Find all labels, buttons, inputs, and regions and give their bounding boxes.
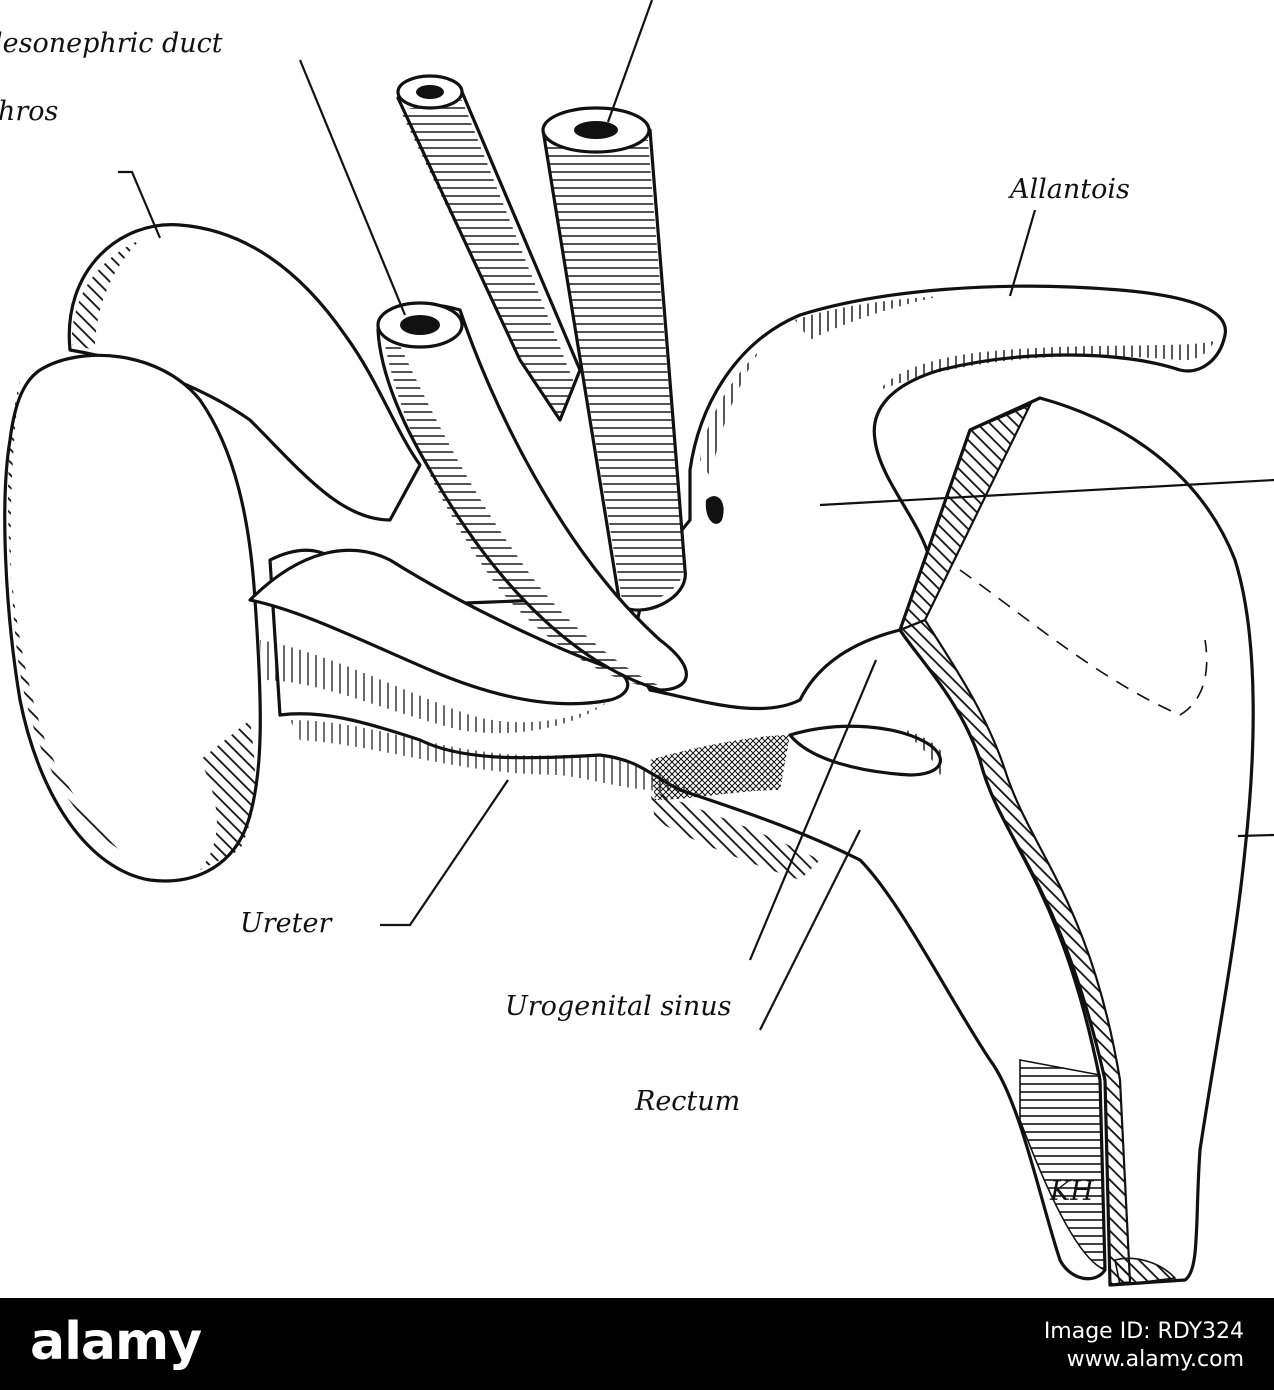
embryo-diagram: lesonephric duct hros Allantois Ureter U…	[0, 0, 1274, 1287]
brand-logo: alamy	[30, 1312, 202, 1372]
image-id-block: Image ID: RDY324 www.alamy.com	[1044, 1318, 1244, 1374]
label-ureter: Ureter	[240, 908, 333, 939]
label-rectum: Rectum	[634, 1086, 740, 1117]
intestine-tube-front	[541, 106, 687, 612]
label-mesonephric-duct: lesonephric duct	[0, 28, 223, 59]
watermark-footer: alamy Image ID: RDY324 www.alamy.com	[0, 1298, 1274, 1390]
label-nephros: hros	[0, 96, 58, 127]
leader-lines	[118, 0, 1274, 1031]
image-id: Image ID: RDY324	[1043, 1319, 1244, 1344]
label-urogenital-sinus: Urogenital sinus	[505, 991, 732, 1022]
intestine-tube-back	[396, 74, 582, 422]
artist-initials: KH	[1049, 1176, 1094, 1207]
label-allantois: Allantois	[1007, 174, 1130, 205]
sinus-opening	[788, 724, 946, 777]
cut-section	[898, 396, 1255, 1287]
allantois-cloaca	[634, 284, 1227, 711]
mesonephric-duct-tube	[376, 301, 688, 692]
junction-shadow	[705, 496, 724, 524]
kidney-lower-lobe	[3, 353, 262, 883]
site-url: www.alamy.com	[1066, 1347, 1244, 1372]
ureter-tube	[248, 548, 630, 734]
